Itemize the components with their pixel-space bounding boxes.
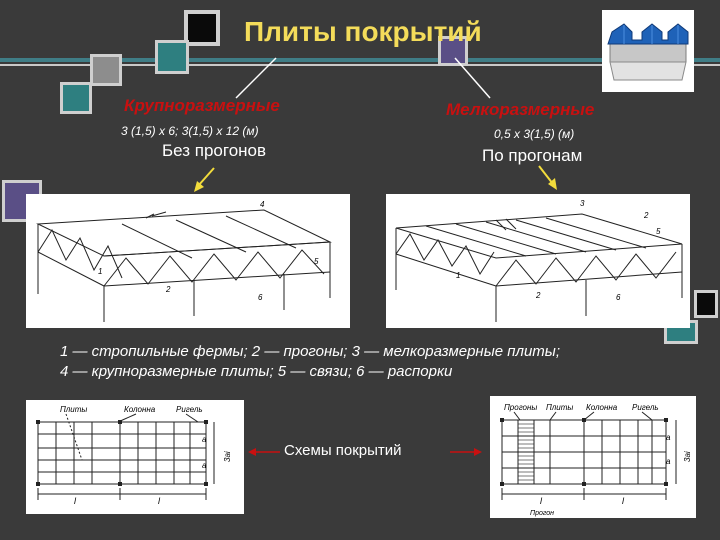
scheme-header-label: Плиты [546, 403, 573, 412]
support-small-panels: По прогонам [482, 146, 583, 165]
arrow-right-icon [450, 448, 482, 456]
drawing-large-panel-roof: 4 5 1 2 6 [26, 194, 350, 328]
scheme-footer-label: Прогон [530, 510, 554, 517]
category-small-panels: Мелкоразмерные [446, 100, 595, 119]
drawing-label: 1 [98, 267, 102, 276]
pointer-arrows [194, 165, 557, 192]
drawing-label: 4 [260, 200, 265, 209]
roof-panel-illustration [602, 10, 694, 92]
scheme-pitch-label: a [666, 433, 671, 442]
page-title: Плиты покрытий [244, 16, 482, 47]
category-large-panels: Крупноразмерные [124, 96, 280, 115]
scheme-header-label: Колонна [124, 405, 156, 414]
scheme-dim-label: 3ai [223, 451, 232, 462]
dimensions-small-panels: 0,5 х 3(1,5) (м) [494, 127, 575, 141]
drawing-label: 1 [456, 271, 460, 280]
scheme-header-label: Плиты [60, 405, 87, 414]
schemes-caption: Схемы покрытий [284, 442, 402, 459]
scheme-span-label: l [540, 496, 543, 506]
scheme-span-label: l [158, 496, 161, 506]
drawing-label: 2 [165, 285, 171, 294]
scheme-left: Плиты Колонна Ригель [26, 400, 244, 514]
scheme-pitch-label: a [666, 457, 671, 466]
scheme-header-label: Прогоны [504, 403, 537, 412]
decor-top-rule-light [0, 64, 720, 66]
drawing-label: 6 [616, 293, 621, 302]
dimensions-large-panels: 3 (1,5) х 6; 3(1,5) х 12 (м) [121, 124, 259, 138]
scheme-span-label: l [74, 496, 77, 506]
drawing-label: 5 [314, 257, 319, 266]
decor-square-black-top [184, 10, 220, 46]
decor-top-rule [0, 58, 720, 62]
drawing-label: 6 [258, 293, 263, 302]
sandwich-panel-icon [607, 23, 689, 81]
scheme-right: Прогоны Плиты Колонна Ригель [490, 396, 696, 518]
legend-line-2: 4 — крупноразмерные плиты; 5 — связи; 6 … [60, 363, 453, 380]
decor-square-black-right [694, 290, 718, 318]
drawing-small-panel-roof: 3 2 5 1 2 6 [386, 194, 690, 328]
decor-square-violet-title [438, 36, 468, 66]
scheme-header-label: Ригель [176, 405, 203, 414]
decor-square-grey-top [90, 54, 122, 86]
drawing-label: 2 [643, 211, 649, 220]
legend-line-1: 1 — стропильные фермы; 2 — прогоны; 3 — … [60, 343, 560, 360]
scheme-pitch-label: a [202, 435, 207, 444]
decor-square-teal-top [155, 40, 189, 74]
purlin-hatch [518, 423, 534, 481]
drawing-label: 5 [656, 227, 661, 236]
scheme-header-label: Ригель [632, 403, 659, 412]
arrow-left-icon [194, 167, 215, 192]
scheme-dim-label: 3ai [683, 451, 692, 462]
title-connectors [235, 57, 491, 99]
drawing-label: 2 [535, 291, 541, 300]
arrow-left-icon [248, 448, 280, 456]
drawing-label: 3 [580, 199, 585, 208]
support-large-panels: Без прогонов [162, 141, 267, 160]
scheme-span-label: l [622, 496, 625, 506]
schemes-caption-row: Схемы покрытий [244, 440, 486, 464]
decor-square-teal-left [60, 82, 92, 114]
scheme-header-label: Колонна [586, 403, 618, 412]
legend: 1 — стропильные фермы; 2 — прогоны; 3 — … [60, 342, 680, 382]
arrow-right-icon [538, 165, 557, 190]
scheme-pitch-label: a [202, 461, 207, 470]
